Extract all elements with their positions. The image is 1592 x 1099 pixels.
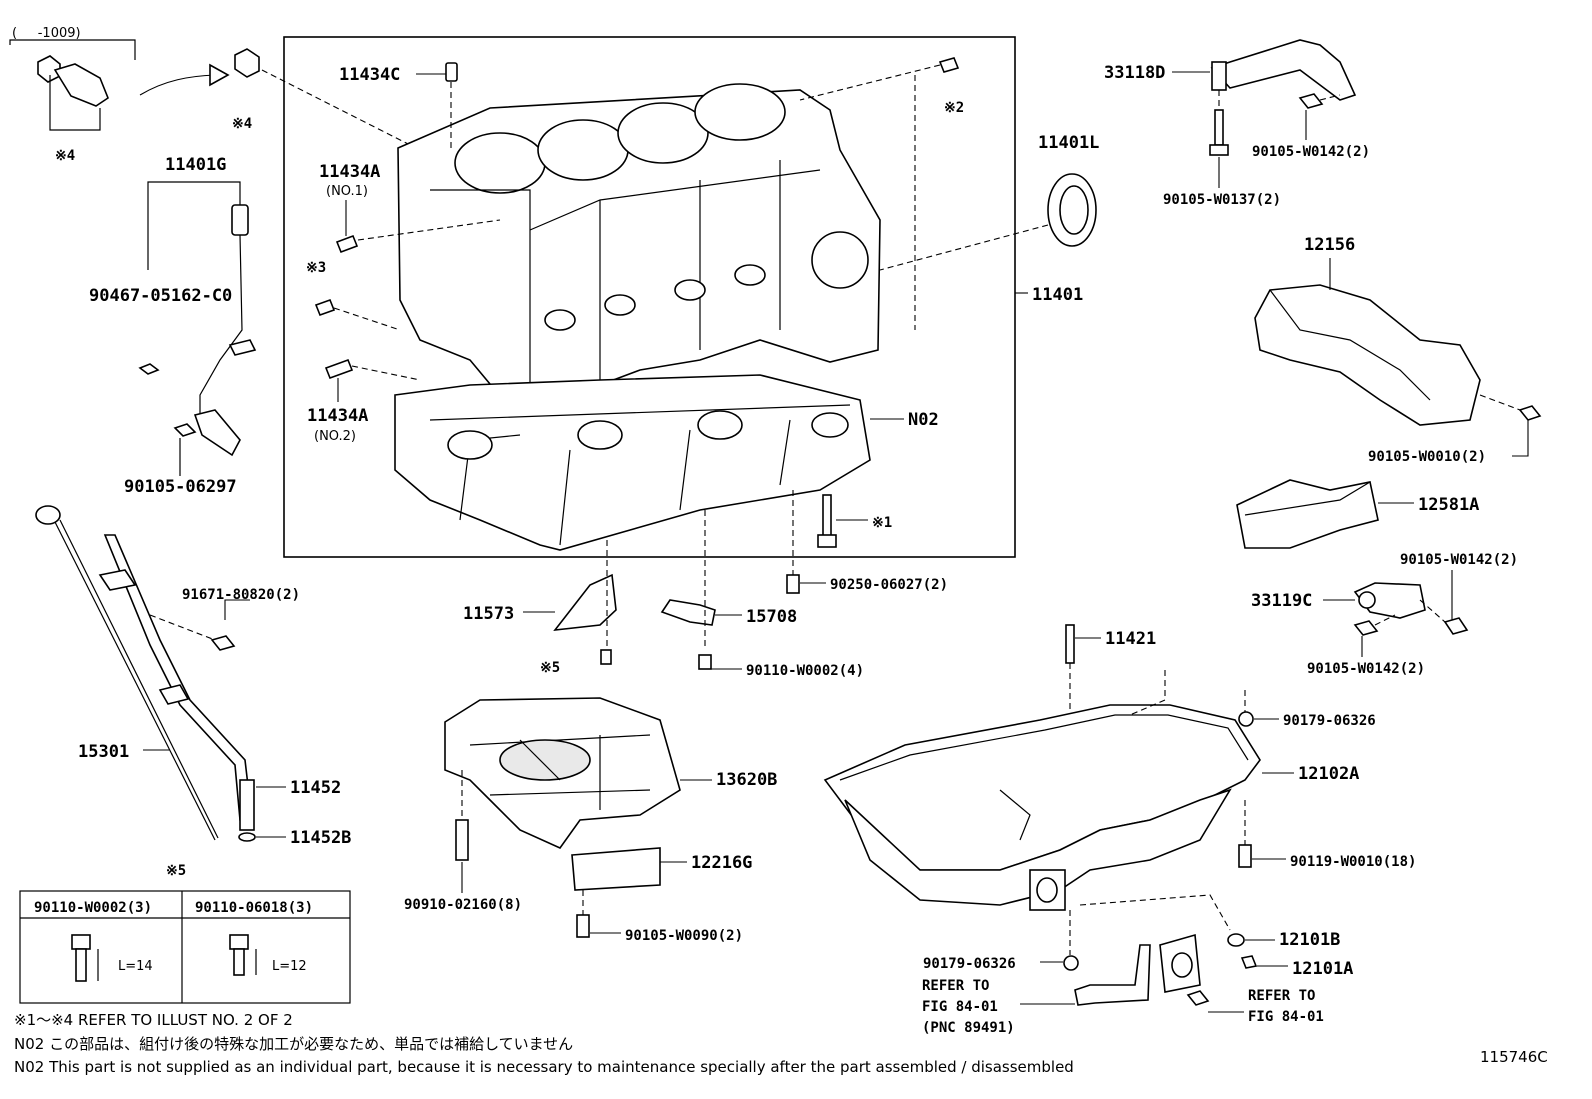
plate-12216G: 12216G 90105-W0090(2) bbox=[571, 847, 752, 944]
label-13620B: 13620B bbox=[716, 770, 777, 790]
sensor-old-variant: ( -1009) ※4 ※4 bbox=[9, 26, 421, 164]
oil-pan-12102A: 12102A bbox=[823, 670, 1359, 955]
range-label: ( -1009) bbox=[12, 26, 81, 41]
mark-3: ※3 bbox=[306, 260, 326, 276]
refer2-l2: FIG 84-01 bbox=[1248, 1009, 1324, 1025]
nuts-90179: 90179-06326 90179-06326 bbox=[923, 711, 1376, 972]
note-line-3: N02 This part is not supplied as an indi… bbox=[14, 1058, 1074, 1076]
label-12216G: 12216G bbox=[691, 853, 752, 873]
label-33118D: 33118D bbox=[1104, 63, 1165, 83]
label-90250: 90250-06027(2) bbox=[830, 577, 948, 593]
label-12102A: 12102A bbox=[1298, 764, 1359, 784]
label-11434A-no1-sub: (NO.1) bbox=[326, 184, 368, 199]
label-11401L: 11401L bbox=[1038, 133, 1099, 153]
block-dowel-pins bbox=[314, 57, 960, 381]
refer1-l2: FIG 84-01 bbox=[922, 999, 998, 1015]
label-12156: 12156 bbox=[1304, 235, 1355, 255]
bearing-cap-n02 bbox=[394, 374, 871, 551]
table-col1-len: L=14 bbox=[118, 959, 153, 974]
oil-seal: 11401L bbox=[879, 133, 1099, 271]
label-11434A-no2: 11434A bbox=[307, 406, 368, 426]
label-90110-W0002-4: 90110-W0002(4) bbox=[746, 663, 864, 679]
label-11434A-no2-sub: (NO.2) bbox=[314, 429, 356, 444]
bracket-33118D: 33118D 90105-W0137(2) 90105-W0142(2) bbox=[1104, 39, 1370, 208]
bolt-90119: 90119-W0010(18) bbox=[1238, 844, 1416, 870]
label-90105-W0090: 90105-W0090(2) bbox=[625, 928, 743, 944]
baffle-12581A: 12581A bbox=[1236, 479, 1479, 549]
label-90105-W0142-c: 90105-W0142(2) bbox=[1307, 661, 1425, 677]
label-12101B: 12101B bbox=[1279, 930, 1340, 950]
label-33119C: 33119C bbox=[1251, 591, 1312, 611]
label-90910: 90910-02160(8) bbox=[404, 897, 522, 913]
refer1-l3: (PNC 89491) bbox=[922, 1020, 1015, 1036]
mark-4-b: ※4 bbox=[232, 116, 252, 132]
bracket-11573: 11573 ※5 bbox=[463, 540, 617, 676]
mark-5-table: ※5 bbox=[166, 863, 186, 879]
label-11434C: 11434C bbox=[339, 65, 400, 85]
mark-2: ※2 bbox=[944, 100, 964, 116]
refer2-l1: REFER TO bbox=[1248, 988, 1315, 1004]
mark-5-bolt: ※5 bbox=[540, 660, 560, 676]
label-11401: 11401 bbox=[1032, 285, 1083, 305]
label-12581A: 12581A bbox=[1418, 495, 1479, 515]
label-90105-06297: 90105-06297 bbox=[124, 477, 237, 497]
figure-id: 115746C bbox=[1480, 1048, 1548, 1066]
label-11573: 11573 bbox=[463, 604, 514, 624]
oil-jet-15708: 15708 90110-W0002(4) bbox=[660, 510, 864, 679]
note-line-1: ※1～※4 REFER TO ILLUST NO. 2 OF 2 bbox=[14, 1011, 293, 1029]
table-col1-head: 90110-W0002(3) bbox=[34, 900, 152, 916]
pin-90250: 90250-06027(2) bbox=[786, 490, 948, 594]
note-line-2: N02 この部品は、組付け後の特殊な加工が必要なため、単品では補給していません bbox=[14, 1035, 573, 1053]
label-90105-W0142-b: 90105-W0142(2) bbox=[1400, 552, 1518, 568]
mark-1: ※1 bbox=[872, 515, 892, 531]
bracket-33119C: 33119C 90105-W0142(2) 90105-W0142(2) bbox=[1251, 552, 1518, 677]
table-col2-head: 90110-06018(3) bbox=[195, 900, 313, 916]
label-11452: 11452 bbox=[290, 778, 341, 798]
label-90179-a: 90179-06326 bbox=[1283, 713, 1376, 729]
label-90105-W0010: 90105-W0010(2) bbox=[1368, 449, 1486, 465]
label-15301: 15301 bbox=[78, 742, 129, 762]
balance-shaft-13620B: 13620B 90910-02160(8) bbox=[404, 697, 777, 913]
dipstick-assy: 15301 11452 11452B 91671-80820(2) bbox=[35, 505, 351, 848]
bolt-table: ※5 90110-W0002(3) 90110-06018(3) L=14 L=… bbox=[19, 863, 351, 1004]
label-91671: 91671-80820(2) bbox=[182, 587, 300, 603]
mark-4-a: ※4 bbox=[55, 148, 75, 164]
label-90467: 90467-05162-C0 bbox=[89, 286, 232, 306]
label-N02: N02 bbox=[908, 410, 939, 430]
label-12101A: 12101A bbox=[1292, 959, 1353, 979]
baffle-12156: 12156 90105-W0010(2) bbox=[1254, 235, 1542, 465]
label-90119: 90119-W0010(18) bbox=[1290, 854, 1416, 870]
drain-plug-set: 12101B 12101A bbox=[1227, 930, 1353, 979]
label-11421: 11421 bbox=[1105, 629, 1156, 649]
label-90105-W0142-a: 90105-W0142(2) bbox=[1252, 144, 1370, 160]
cylinder-block bbox=[397, 83, 881, 421]
refer1-l1: REFER TO bbox=[922, 978, 989, 994]
knock-sensor-assy: 11401G 90467-05162-C0 90105-06297 bbox=[89, 155, 257, 497]
stud-11421: 11421 bbox=[1065, 624, 1156, 710]
oil-level-sensor-bracket: REFER TO FIG 84-01 (PNC 89491) REFER TO … bbox=[922, 933, 1324, 1036]
bolt-mark-1: ※1 bbox=[817, 494, 892, 548]
cylinder-block-frame bbox=[283, 36, 1016, 558]
label-90179-b: 90179-06326 bbox=[923, 956, 1016, 972]
label-15708: 15708 bbox=[746, 607, 797, 627]
label-11452B: 11452B bbox=[290, 828, 351, 848]
label-11401G: 11401G bbox=[165, 155, 226, 175]
label-90105-W0137: 90105-W0137(2) bbox=[1163, 192, 1281, 208]
table-col2-len: L=12 bbox=[272, 959, 307, 974]
label-11434A-no1: 11434A bbox=[319, 162, 380, 182]
